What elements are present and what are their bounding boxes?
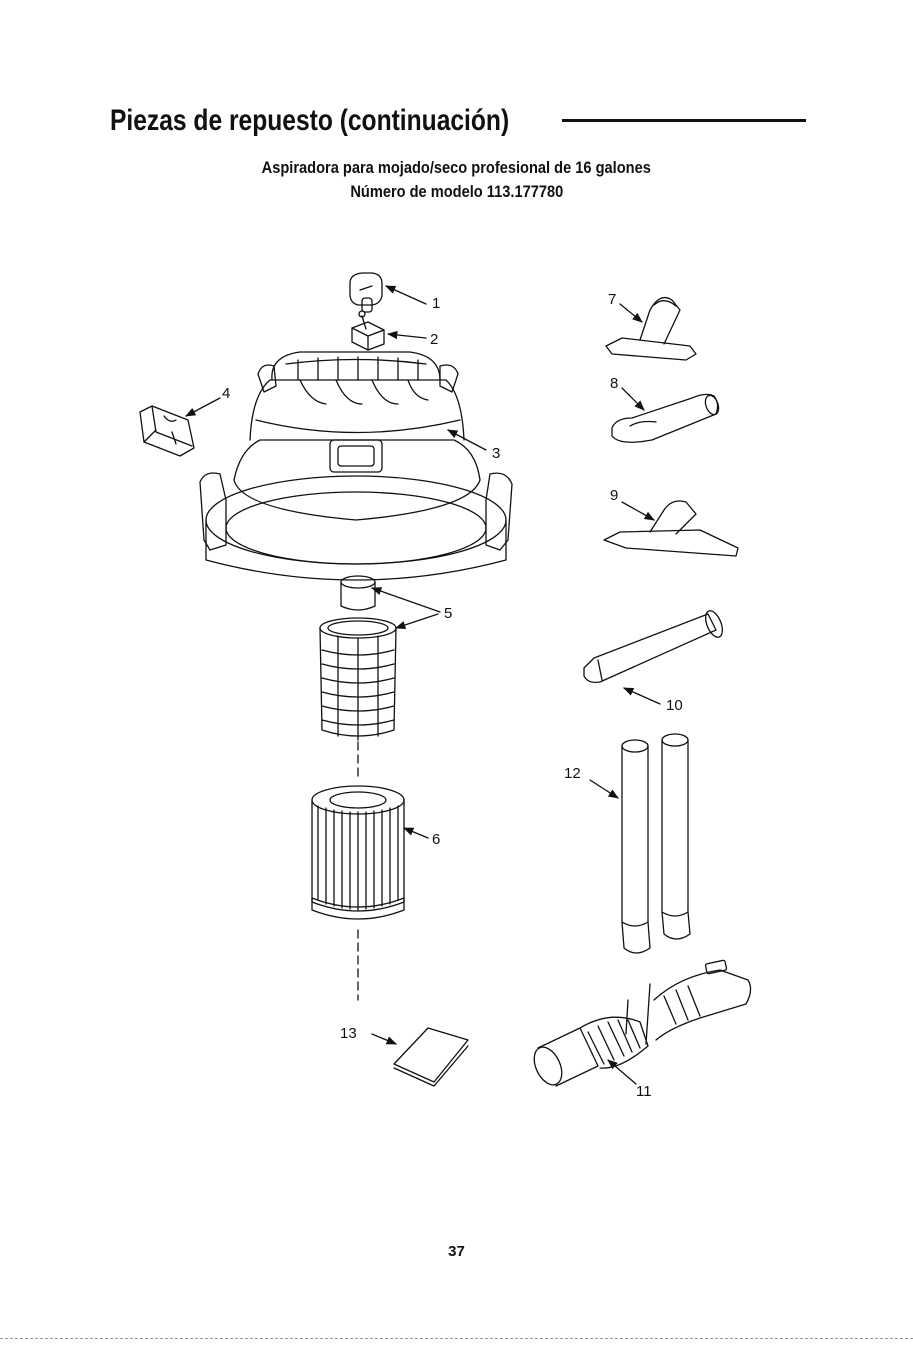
owners-manual-part [394,1028,468,1086]
gulper-nozzle-part [612,394,721,443]
callout-7: 7 [608,291,616,308]
hose-clip-part [140,406,194,456]
float-cage-part [320,576,396,740]
page-number: 37 [0,1243,913,1260]
callout-2: 2 [430,331,438,348]
drain-cap-part [350,273,382,312]
cartridge-filter-part [312,786,404,919]
callout-13: 13 [340,1025,357,1042]
callout-6: 6 [432,831,440,848]
callout-4: 4 [222,385,230,402]
callout-5: 5 [444,605,452,622]
utility-nozzle-part [604,501,738,556]
callout-leaders [186,286,660,1084]
motor-head-part [200,352,512,580]
hose-part [529,960,751,1089]
switch-part [352,311,384,350]
callout-11: 11 [636,1083,652,1100]
callout-8: 8 [610,375,618,392]
callout-1: 1 [432,295,440,312]
crevice-tool-part [584,608,726,682]
callout-labels: 1 2 3 4 5 6 7 8 9 10 11 12 13 [222,291,683,1100]
floor-nozzle-part [606,298,696,360]
callout-3: 3 [492,445,500,462]
callout-12: 12 [564,765,581,782]
page-bottom-edge [0,1338,913,1339]
callout-9: 9 [610,487,618,504]
extension-wands-part [622,734,690,953]
callout-10: 10 [666,697,683,714]
